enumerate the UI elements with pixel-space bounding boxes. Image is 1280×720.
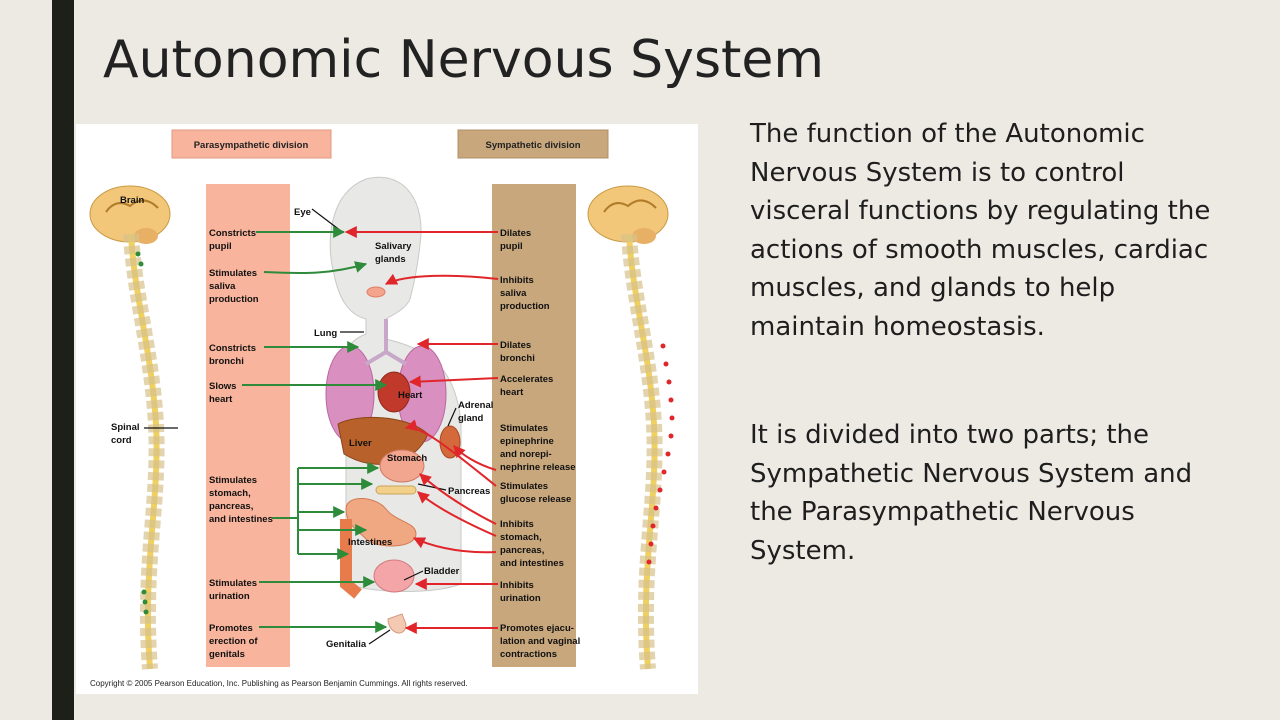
para-effect-3-line2: bronchi — [209, 356, 244, 367]
para-effect-2-line2: saliva — [209, 281, 236, 292]
symp-effect-7-line3: pancreas, — [500, 545, 544, 556]
spinal-cord-label-line2: cord — [111, 435, 132, 446]
stomach — [379, 449, 425, 483]
para-effect-1-line2: pupil — [209, 241, 232, 252]
symp-effect-2-line2: saliva — [500, 288, 527, 299]
para-arrow-saliva — [263, 261, 368, 275]
eye-label: Eye — [294, 207, 311, 218]
copyright-notice: Copyright © 2005 Pearson Education, Inc.… — [90, 679, 468, 688]
stomach-label: Stomach — [387, 453, 427, 464]
parasympathetic-column — [206, 184, 290, 667]
para-effect-5-line1: Stimulates — [209, 475, 257, 486]
parasympathetic-effects: Constricts pupil Stimulates saliva produ… — [209, 228, 273, 660]
symp-effect-1-line2: pupil — [500, 241, 523, 252]
symp-effect-2-line3: production — [500, 301, 550, 312]
symp-effect-3-line2: bronchi — [500, 353, 535, 364]
salivary-label-line2: glands — [375, 254, 406, 265]
symp-arrow-pancreas — [417, 491, 497, 537]
symp-effect-5-line4: nephrine release — [500, 462, 576, 473]
lung-label: Lung — [314, 328, 337, 339]
para-effect-3-line1: Constricts — [209, 343, 256, 354]
para-effect-7-line2: erection of — [209, 636, 258, 647]
symp-effect-9-line3: contractions — [500, 649, 557, 660]
symp-effect-7-line1: Inhibits — [500, 519, 534, 530]
sympathetic-arrows — [344, 226, 499, 634]
symp-effect-5-line3: and norepi- — [500, 449, 552, 460]
parasympathetic-header-box — [171, 129, 332, 159]
spinal-cord-label-line1: Spinal — [111, 422, 140, 433]
symp-effect-5-line1: Stimulates — [500, 423, 548, 434]
pancreas-label: Pancreas — [448, 486, 490, 497]
sympathetic-header: Sympathetic division — [485, 140, 580, 151]
body-paragraph-2: It is divided into two parts; the Sympat… — [750, 420, 1193, 566]
symp-effect-1-line1: Dilates — [500, 228, 531, 239]
body-paragraph-1: The function of the Autonomic Nervous Sy… — [750, 119, 1211, 342]
symp-effect-8-line2: urination — [500, 593, 541, 604]
ans-diagram: Parasympathetic division Sympathetic div… — [76, 124, 698, 694]
symp-effect-2-line1: Inhibits — [500, 275, 534, 286]
para-effect-2-line3: production — [209, 294, 259, 305]
heart-label: Heart — [398, 390, 423, 401]
salivary-label-line1: Salivary — [375, 241, 412, 252]
symp-effect-7-line2: stomach, — [500, 532, 542, 543]
symp-arrow-adrenal — [453, 445, 497, 471]
para-effect-5-line3: pancreas, — [209, 501, 253, 512]
symp-arrow-saliva — [384, 273, 499, 285]
symp-effect-6-line1: Stimulates — [500, 481, 548, 492]
symp-arrow-liver — [404, 419, 497, 487]
adrenal-label-line2: gland — [458, 413, 484, 424]
symp-effect-6-line2: glucose release — [500, 494, 571, 505]
para-effect-4-line1: Slows — [209, 381, 236, 392]
symp-arrow-heart — [408, 375, 499, 388]
sympathetic-effects: Dilates pupil Inhibits saliva production… — [500, 228, 580, 660]
para-effect-1-line1: Constricts — [209, 228, 256, 239]
intestines-label: Intestines — [348, 537, 392, 548]
brain-label: Brain — [120, 195, 144, 206]
para-effect-6-line1: Stimulates — [209, 578, 257, 589]
adrenal-label-line1: Adrenal — [458, 400, 493, 411]
parasympathetic-arrows — [242, 226, 388, 633]
para-effect-5-line4: and intestines — [209, 514, 273, 525]
pancreas — [375, 485, 417, 495]
genitalia-label: Genitalia — [326, 639, 367, 650]
symp-effect-9-line2: lation and vaginal — [500, 636, 580, 647]
para-effect-7-line1: Promotes — [209, 623, 253, 634]
sympathetic-column — [492, 184, 576, 667]
slide-title: Autonomic Nervous System — [103, 30, 825, 90]
liver-label: Liver — [349, 438, 372, 449]
bladder — [373, 559, 415, 593]
sympathetic-header-box — [457, 129, 609, 159]
left-spine-illustration — [89, 185, 171, 670]
left-accent-bar — [52, 0, 74, 720]
adrenal-kidney — [439, 425, 461, 459]
symp-effect-3-line1: Dilates — [500, 340, 531, 351]
symp-effect-9-line1: Promotes ejacu- — [500, 623, 574, 634]
symp-arrow-intestines — [412, 537, 497, 554]
salivary-glands — [366, 286, 386, 298]
symp-arrow-stomach — [419, 473, 497, 525]
symp-effect-8-line1: Inhibits — [500, 580, 534, 591]
symp-effect-4-line1: Accelerates — [500, 374, 553, 385]
ans-diagram-svg: Parasympathetic division Sympathetic div… — [89, 129, 675, 688]
symp-effect-5-line2: epinephrine — [500, 436, 554, 447]
bladder-label: Bladder — [424, 566, 460, 577]
para-effect-5-line2: stomach, — [209, 488, 251, 499]
para-effect-2-line1: Stimulates — [209, 268, 257, 279]
para-effect-4-line2: heart — [209, 394, 233, 405]
large-intestine — [340, 519, 362, 599]
symp-effect-7-line4: and intestines — [500, 558, 564, 569]
symp-effect-4-line2: heart — [500, 387, 524, 398]
right-brain — [587, 185, 669, 243]
genitalia — [387, 613, 407, 634]
para-effect-7-line3: genitals — [209, 649, 245, 660]
parasympathetic-header: Parasympathetic division — [194, 140, 309, 151]
right-spine-illustration — [587, 185, 675, 670]
para-effect-6-line2: urination — [209, 591, 250, 602]
